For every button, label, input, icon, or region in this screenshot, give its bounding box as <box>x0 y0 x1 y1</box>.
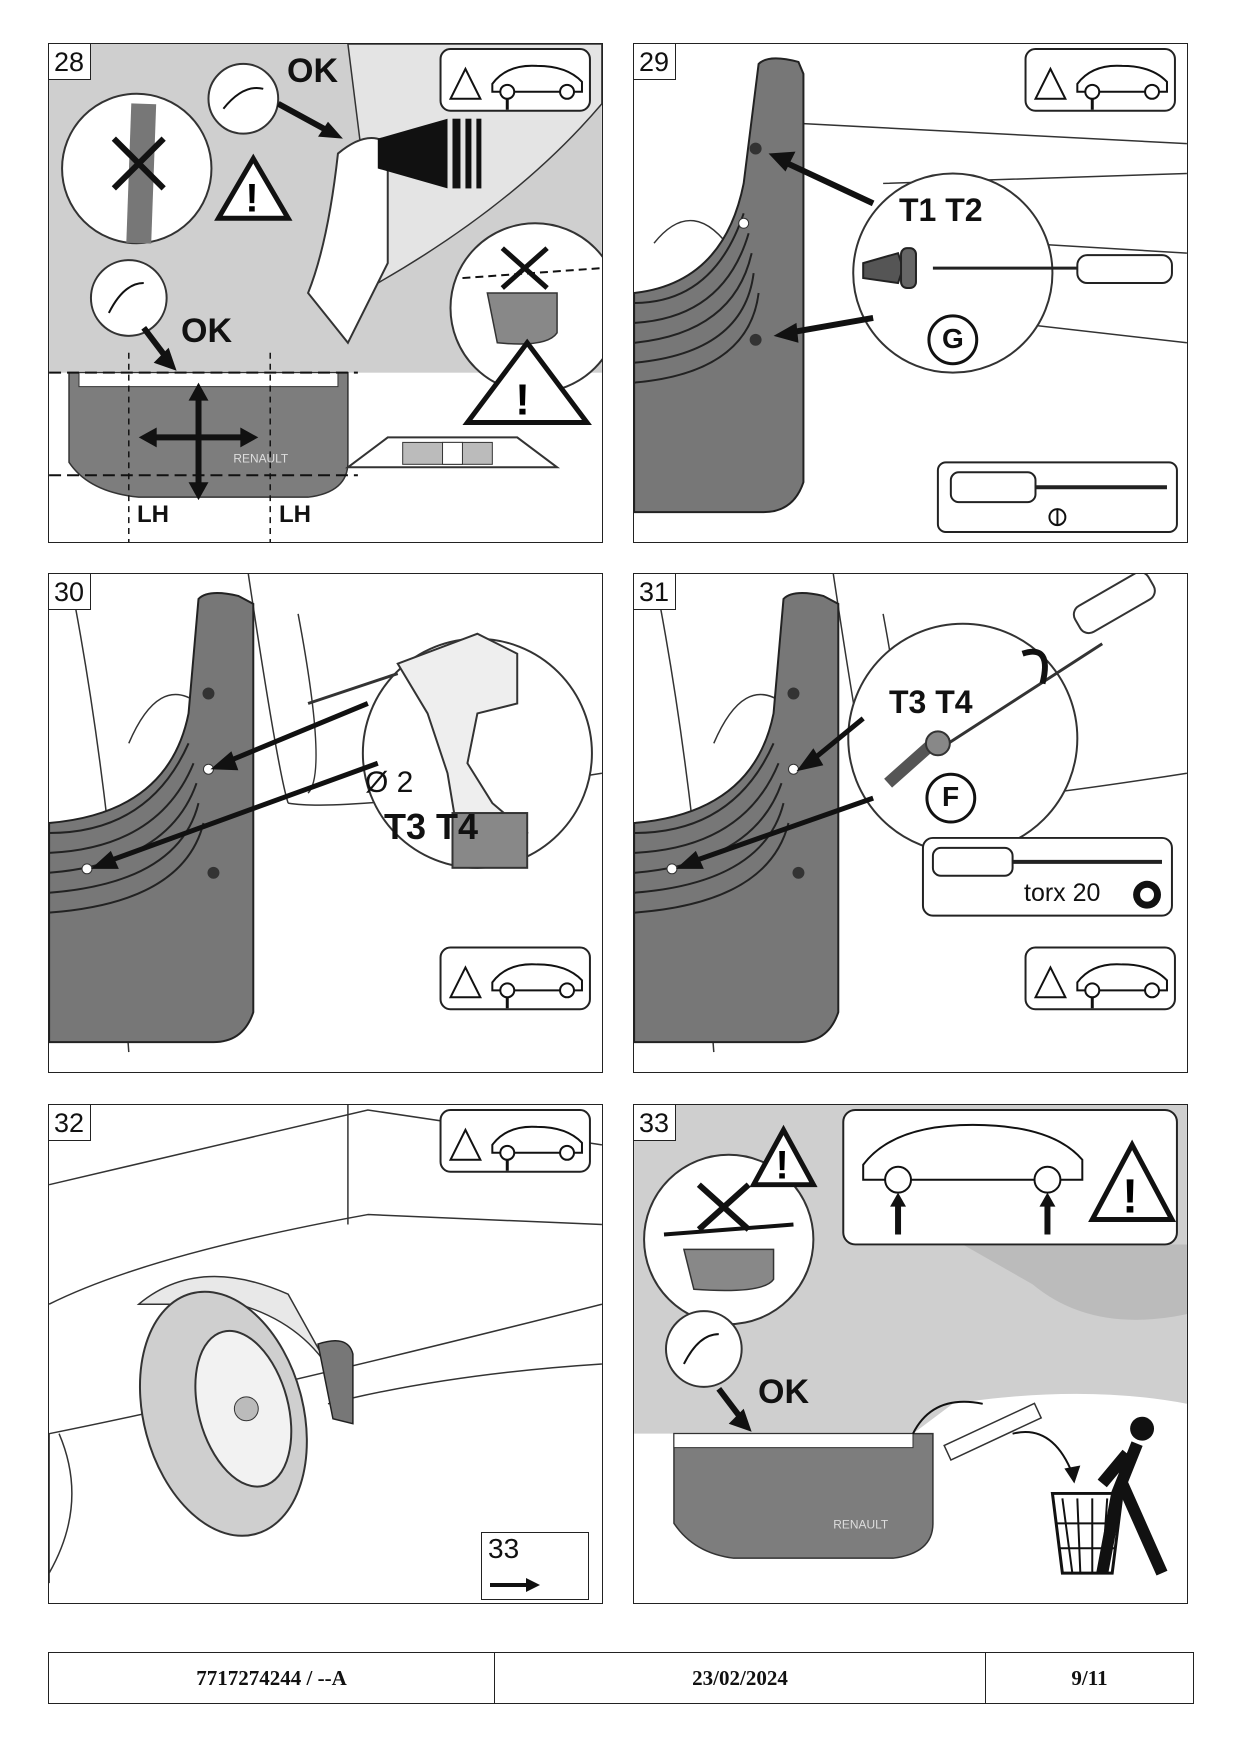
screwdriver-icon <box>949 471 1037 504</box>
svg-text:!: ! <box>776 1144 789 1188</box>
step-number: 29 <box>634 44 677 80</box>
step-panel-30: 30 Ø 2 T3 T4 <box>48 573 603 1073</box>
footer-date: 23/02/2024 <box>495 1653 986 1703</box>
footer-page-number: 9/11 <box>1071 1665 1108 1690</box>
lh-label-right: LH <box>279 501 311 528</box>
step-number: 28 <box>49 44 92 80</box>
step-panel-33: 33 RENAULT ! ! OK <box>633 1104 1188 1604</box>
step-number: 32 <box>49 1105 92 1141</box>
step-29-illustration <box>634 47 1187 534</box>
kit-letter: F <box>942 781 960 812</box>
step-panel-28: 28 RENAULT ! <box>48 43 603 543</box>
step-panel-32: 32 33 <box>48 1104 603 1604</box>
step-28-illustration: RENAULT ! ! <box>49 44 602 542</box>
warning-triangle-icon <box>214 153 293 221</box>
kit-letter: G <box>942 323 964 354</box>
step-number: 31 <box>634 574 677 610</box>
diameter-label: Ø 2 <box>365 766 414 799</box>
ok-label: OK <box>758 1373 809 1411</box>
step-33-illustration: RENAULT ! ! <box>634 1105 1187 1576</box>
trash-bin-icon <box>1050 1491 1124 1575</box>
svg-text:!: ! <box>245 176 258 220</box>
next-step-number: 33 <box>488 1533 520 1564</box>
car-lift-point-icon <box>491 64 583 93</box>
step-30-illustration <box>49 574 602 1053</box>
document-footer: 7717274244 / --A 23/02/2024 9/11 <box>48 1652 1194 1704</box>
lh-label-left: LH <box>137 501 169 528</box>
step-number: 33 <box>634 1105 677 1141</box>
svg-text:!: ! <box>1122 1171 1138 1224</box>
ok-label-bottom: OK <box>181 312 232 350</box>
step-panel-31: 31 T3 T4 F torx 20 <box>633 573 1188 1073</box>
warning-triangle-icon <box>1088 1139 1177 1223</box>
step-31-illustration <box>634 574 1187 1053</box>
parts-label: T3 T4 <box>384 806 479 847</box>
brand-mark: RENAULT <box>233 451 289 465</box>
brand-mark: RENAULT <box>833 1517 889 1531</box>
arrow-right-icon <box>490 1578 540 1592</box>
svg-text:!: ! <box>515 376 530 425</box>
drill-icon <box>396 632 529 865</box>
step-number: 30 <box>49 574 92 610</box>
parts-label: T3 T4 <box>889 684 973 720</box>
tool-label: torx 20 <box>1024 879 1101 907</box>
footer-reference: 7717274244 / --A <box>49 1653 495 1703</box>
parts-label: T1 T2 <box>899 192 983 228</box>
step-panel-29: 29 T1 T2 G <box>633 43 1188 543</box>
next-step-reference: 33 <box>481 1532 589 1600</box>
step-32-illustration <box>49 1105 602 1584</box>
ok-label-top: OK <box>287 52 338 90</box>
